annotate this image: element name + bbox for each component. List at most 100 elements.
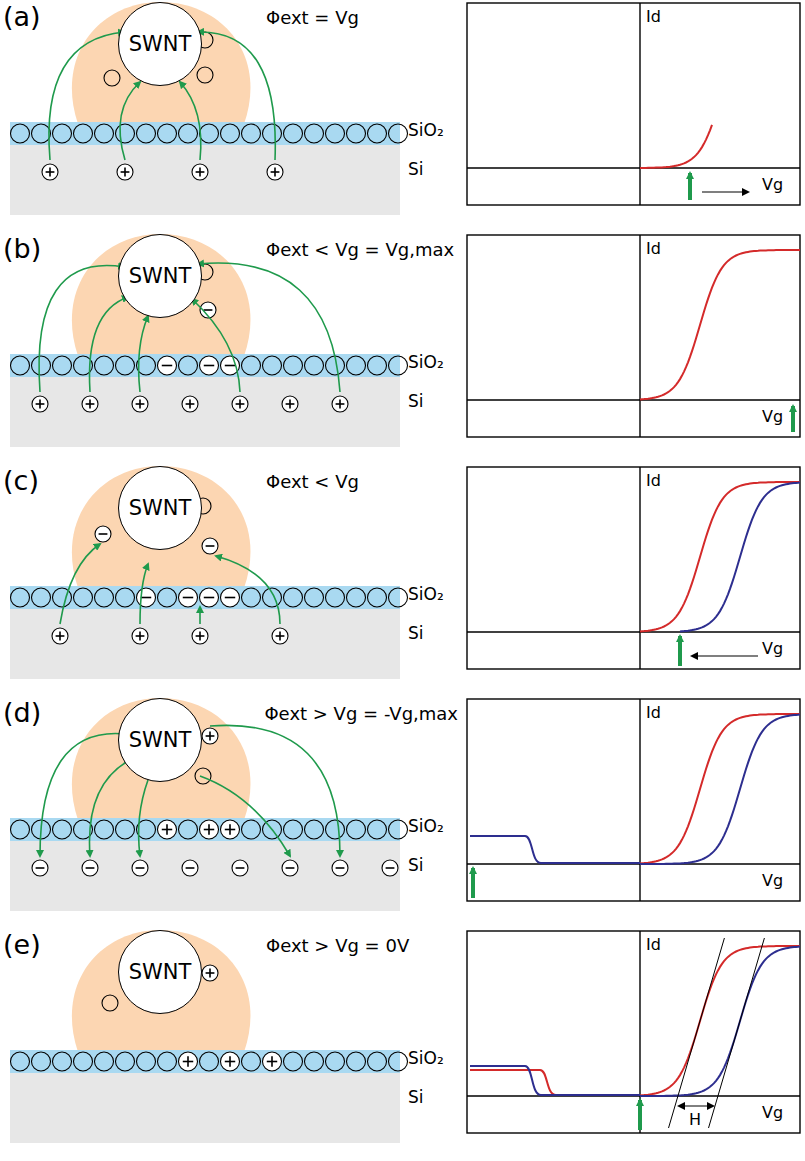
axis-label: Id bbox=[646, 8, 661, 26]
charge-symbol bbox=[32, 396, 48, 412]
transfer-curve bbox=[470, 1066, 640, 1095]
charge-symbol bbox=[195, 768, 211, 784]
field-line bbox=[192, 299, 240, 392]
axis-label: Id bbox=[646, 936, 661, 954]
charge-sign bbox=[236, 867, 245, 869]
transfer-curve bbox=[680, 483, 800, 632]
charge-symbol bbox=[332, 860, 348, 876]
layer-label: Si bbox=[408, 855, 424, 875]
plot-frame bbox=[467, 235, 800, 437]
charge-symbol bbox=[221, 588, 240, 607]
polymer-blob bbox=[72, 466, 251, 588]
field-line bbox=[180, 82, 201, 160]
charge-sign bbox=[204, 597, 214, 599]
charge-symbol bbox=[52, 628, 68, 644]
field-line bbox=[89, 297, 128, 392]
plot-frame bbox=[467, 3, 800, 205]
oxide-layer bbox=[10, 818, 400, 841]
charge-symbol bbox=[305, 124, 324, 143]
charge-symbol bbox=[242, 124, 261, 143]
charge-sign bbox=[166, 824, 168, 834]
charge-symbol bbox=[284, 124, 303, 143]
charge-symbol bbox=[242, 588, 261, 607]
charge-sign bbox=[204, 309, 213, 311]
charge-symbol bbox=[32, 860, 48, 876]
silicon-band: Si bbox=[10, 145, 400, 215]
transfer-curve bbox=[640, 714, 800, 863]
charge-symbol bbox=[305, 820, 324, 839]
field-line bbox=[120, 82, 140, 160]
panel-letter: (e) bbox=[3, 929, 41, 960]
charge-symbol bbox=[137, 1052, 156, 1071]
charge-sign bbox=[209, 732, 211, 741]
field-line bbox=[140, 564, 148, 624]
charge-symbol bbox=[11, 356, 30, 375]
charge-sign bbox=[225, 365, 235, 367]
hysteresis-label: H bbox=[689, 1111, 701, 1129]
charge-symbol bbox=[117, 164, 133, 180]
charge-symbol bbox=[347, 356, 366, 375]
charge-symbol bbox=[221, 124, 240, 143]
charge-symbol bbox=[347, 820, 366, 839]
charge-symbol bbox=[116, 1052, 135, 1071]
plot-frame bbox=[467, 467, 800, 669]
charge-sign bbox=[59, 632, 61, 641]
axis-line bbox=[467, 631, 800, 632]
charge-symbol bbox=[332, 396, 348, 412]
charge-symbol bbox=[74, 1052, 93, 1071]
charge-symbol bbox=[74, 124, 93, 143]
field-line bbox=[210, 725, 340, 856]
nanotube-circle: SWNT bbox=[118, 466, 202, 550]
charge-sign bbox=[189, 400, 191, 409]
silicon-layer bbox=[10, 841, 400, 911]
axis-label: Vg bbox=[762, 1104, 783, 1122]
charge-symbol bbox=[242, 1052, 261, 1071]
transfer-curve bbox=[640, 125, 712, 168]
charge-symbol bbox=[102, 995, 118, 1011]
silicon-layer bbox=[10, 145, 400, 215]
charge-symbol bbox=[389, 356, 408, 375]
charge-symbol bbox=[347, 124, 366, 143]
charge-symbol bbox=[202, 965, 218, 981]
charge-symbol bbox=[158, 1052, 177, 1071]
charge-symbol bbox=[95, 124, 114, 143]
charge-symbol bbox=[282, 860, 298, 876]
charge-symbol bbox=[132, 860, 148, 876]
charge-symbol bbox=[158, 820, 177, 839]
charge-symbol bbox=[389, 588, 408, 607]
condition-label: Φext < Vg = Vg,max bbox=[266, 240, 454, 261]
field-line bbox=[60, 544, 100, 624]
charge-sign bbox=[229, 824, 231, 834]
charge-symbol bbox=[284, 820, 303, 839]
layer-label: Si bbox=[408, 159, 424, 179]
field-line bbox=[198, 32, 275, 160]
charge-symbol bbox=[179, 356, 198, 375]
charge-symbol bbox=[242, 356, 261, 375]
charge-symbol bbox=[95, 526, 111, 542]
charge-symbol bbox=[267, 164, 283, 180]
charge-symbol bbox=[305, 1052, 324, 1071]
polymer-blob bbox=[72, 2, 251, 124]
axis-label: Id bbox=[646, 704, 661, 722]
nanotube-circle: SWNT bbox=[118, 930, 202, 1014]
hysteresis-width bbox=[679, 1106, 713, 1107]
layer-label: Si bbox=[408, 391, 424, 411]
charge-sign bbox=[186, 867, 195, 869]
charge-symbol bbox=[347, 588, 366, 607]
charge-symbol bbox=[347, 1052, 366, 1071]
nanotube-circle: SWNT bbox=[118, 2, 202, 86]
charge-sign bbox=[99, 533, 108, 535]
axis-label: Vg bbox=[762, 872, 783, 890]
charge-symbol bbox=[284, 588, 303, 607]
axis-line bbox=[639, 3, 640, 205]
oxide-band: SiO₂ bbox=[10, 354, 400, 377]
charge-symbol bbox=[326, 820, 345, 839]
charge-symbol bbox=[95, 356, 114, 375]
charge-symbol bbox=[132, 628, 148, 644]
charge-symbol bbox=[200, 1052, 219, 1071]
charge-symbol bbox=[389, 1052, 408, 1071]
silicon-layer bbox=[10, 609, 400, 679]
charge-sign bbox=[229, 1056, 231, 1066]
oxide-band: SiO₂ bbox=[10, 586, 400, 609]
condition-label: Φext > Vg = -Vg,max bbox=[264, 704, 458, 725]
